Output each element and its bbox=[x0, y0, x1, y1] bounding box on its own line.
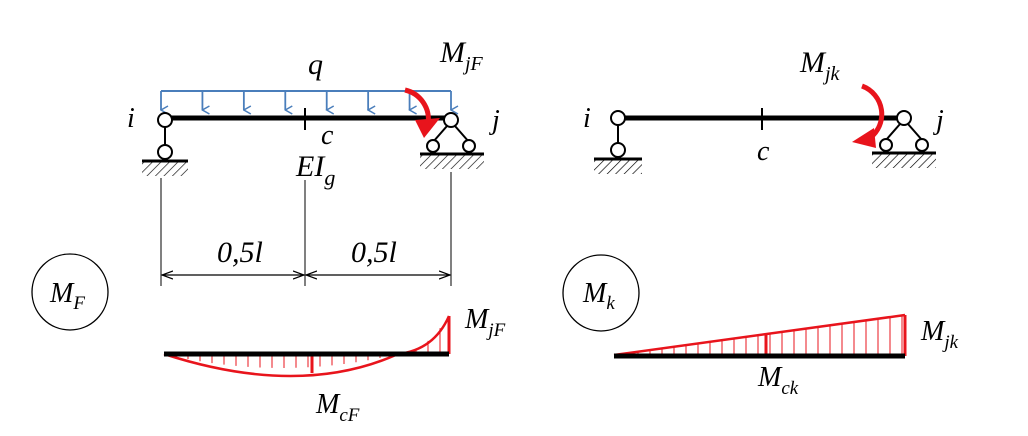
right-diagram-mid-label: Mck bbox=[757, 362, 799, 399]
diagram-badge-left-label: MF bbox=[49, 278, 85, 314]
left-diagram-end-label: MjF bbox=[464, 304, 506, 341]
node-c-label: c bbox=[321, 120, 334, 151]
distributed-load bbox=[161, 90, 451, 110]
node-i-label: i bbox=[127, 103, 135, 134]
left-diagram-mid-label: McF bbox=[315, 389, 360, 426]
right-node-c-label: c bbox=[757, 136, 770, 167]
right-node-j-label: j bbox=[933, 105, 944, 136]
diagram-badge-right-label: Mk bbox=[582, 278, 615, 314]
right-support bbox=[420, 112, 484, 169]
dim-right-label: 0,5l bbox=[351, 236, 397, 269]
diagram-badge-right bbox=[562, 254, 640, 332]
left-diagram-curve bbox=[163, 315, 451, 378]
left-beam-scheme: q MjF i j c bbox=[127, 36, 500, 286]
moment-label-right: Mjk bbox=[799, 46, 841, 85]
moment-arrow-right bbox=[852, 83, 885, 148]
dimension-lines bbox=[160, 172, 452, 286]
right-scheme-left-support bbox=[594, 110, 642, 174]
right-beam-scheme: Mjk i j c bbox=[583, 46, 944, 174]
load-label: q bbox=[308, 48, 323, 81]
right-moment-diagram: Mk Mjk Mck bbox=[562, 254, 959, 399]
dim-left-label: 0,5l bbox=[217, 236, 263, 269]
left-moment-diagram: MF MjF McF bbox=[31, 253, 506, 426]
right-scheme-right-support bbox=[872, 110, 936, 168]
right-diagram-end-label: Mjk bbox=[920, 316, 959, 353]
moment-arrow-left bbox=[404, 87, 440, 138]
load-arrows bbox=[161, 91, 451, 110]
left-diagram-hatching bbox=[175, 328, 441, 368]
right-node-i-label: i bbox=[583, 103, 591, 134]
diagram-badge-left bbox=[31, 253, 109, 331]
node-j-label: j bbox=[489, 105, 500, 136]
left-support bbox=[142, 112, 188, 176]
right-diagram-line bbox=[613, 313, 906, 357]
moment-label-left: MjF bbox=[439, 36, 484, 75]
stiffness-label: EIg bbox=[295, 150, 335, 190]
